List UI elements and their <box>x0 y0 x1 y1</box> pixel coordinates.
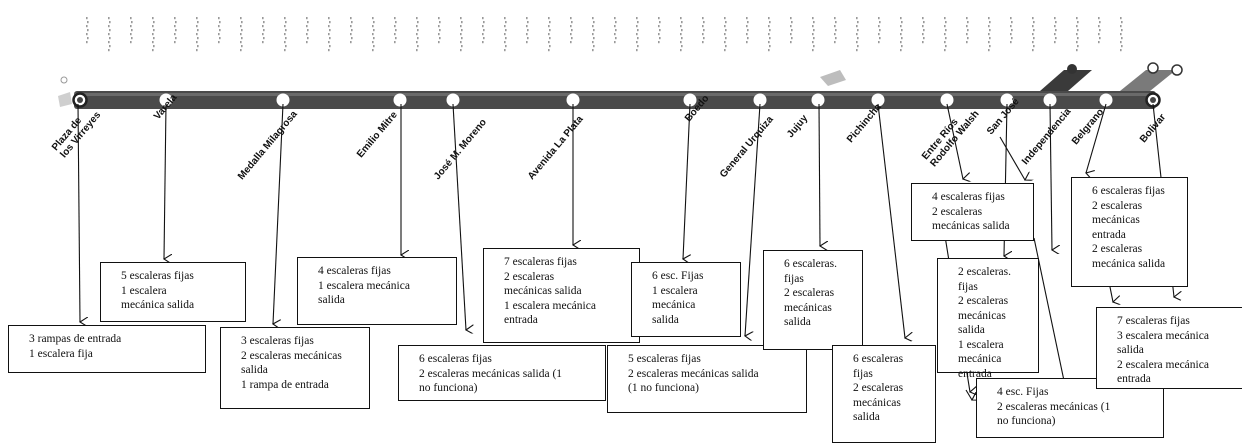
info-box-bolivar: 7 escaleras fijas 3 escalera mecánica sa… <box>1096 307 1242 389</box>
info-box-pichincha: 6 escaleras fijas 2 escaleras mecánicas … <box>832 345 936 443</box>
info-box-varela: 5 escaleras fijas 1 escalera mecánica sa… <box>100 262 246 322</box>
connector-arrow-medalla-milagrosa <box>273 103 284 324</box>
info-box-independencia: 4 esc. Fijas 2 escaleras mecánicas (1 no… <box>976 378 1164 438</box>
info-box-san-jose: 2 escaleras. fijas 2 escaleras mecánicas… <box>937 258 1039 380</box>
info-box-boedo: 6 esc. Fijas 1 escalera mecánica salida <box>631 262 741 337</box>
station-nodes <box>72 92 1161 108</box>
info-box-belgrano: 6 escaleras fijas 2 escaleras mecánicas … <box>1071 177 1188 287</box>
connector-arrow-general-urquiza <box>745 103 761 336</box>
connector-arrow-extra <box>1033 237 1067 395</box>
info-box-general-urquiza: 5 escaleras fijas 2 escaleras mecánicas … <box>607 345 807 413</box>
connector-arrow-belgrano <box>1086 103 1107 173</box>
connector-arrow-extra <box>999 136 1025 180</box>
station-node-belgrano <box>1099 93 1113 107</box>
transfer-badge-icon <box>1147 62 1159 74</box>
connector-arrow-varela <box>164 103 166 259</box>
connector-arrow-jose-m-moreno <box>452 103 466 330</box>
terminal-dot-plaza-de-los-virreyes <box>77 97 83 103</box>
terminal-dot-bolivar <box>1150 97 1156 103</box>
info-box-emilio-mitre: 4 escaleras fijas 1 escalera mecánica sa… <box>297 257 457 325</box>
connector-arrow-independencia <box>1049 103 1052 250</box>
info-box-jujuy: 6 escaleras. fijas 2 escaleras mecánicas… <box>763 250 863 350</box>
info-box-jose-m-moreno: 6 escaleras fijas 2 escaleras mecánicas … <box>398 345 606 401</box>
connector-arrow-boedo <box>683 103 690 259</box>
connector-arrow-extra <box>965 389 972 400</box>
station-node-emilio-mitre <box>393 93 407 107</box>
connector-arrow-entre-rios <box>946 103 963 179</box>
connector-arrow-plaza-de-los-virreyes <box>77 103 80 322</box>
info-box-avenida-la-plata: 7 escaleras fijas 2 escaleras mecánicas … <box>483 248 640 343</box>
line-track <box>58 62 1183 109</box>
info-box-entre-rios: 4 escaleras fijas 2 escaleras mecánicas … <box>911 183 1034 241</box>
station-node-jujuy <box>811 93 825 107</box>
info-box-medalla-milagrosa: 3 escaleras fijas 2 escaleras mecánicas … <box>220 327 370 409</box>
connector-arrow-jujuy <box>818 103 820 246</box>
street-tick-marks <box>86 17 1123 52</box>
connector-arrow-pichincha <box>877 103 905 338</box>
transfer-badge-icon <box>1171 64 1183 76</box>
station-connectors <box>77 103 1174 400</box>
transfer-badge-icon <box>1067 64 1077 74</box>
info-box-plaza-de-los-virreyes: 3 rampas de entrada 1 escalera fija <box>8 325 206 373</box>
